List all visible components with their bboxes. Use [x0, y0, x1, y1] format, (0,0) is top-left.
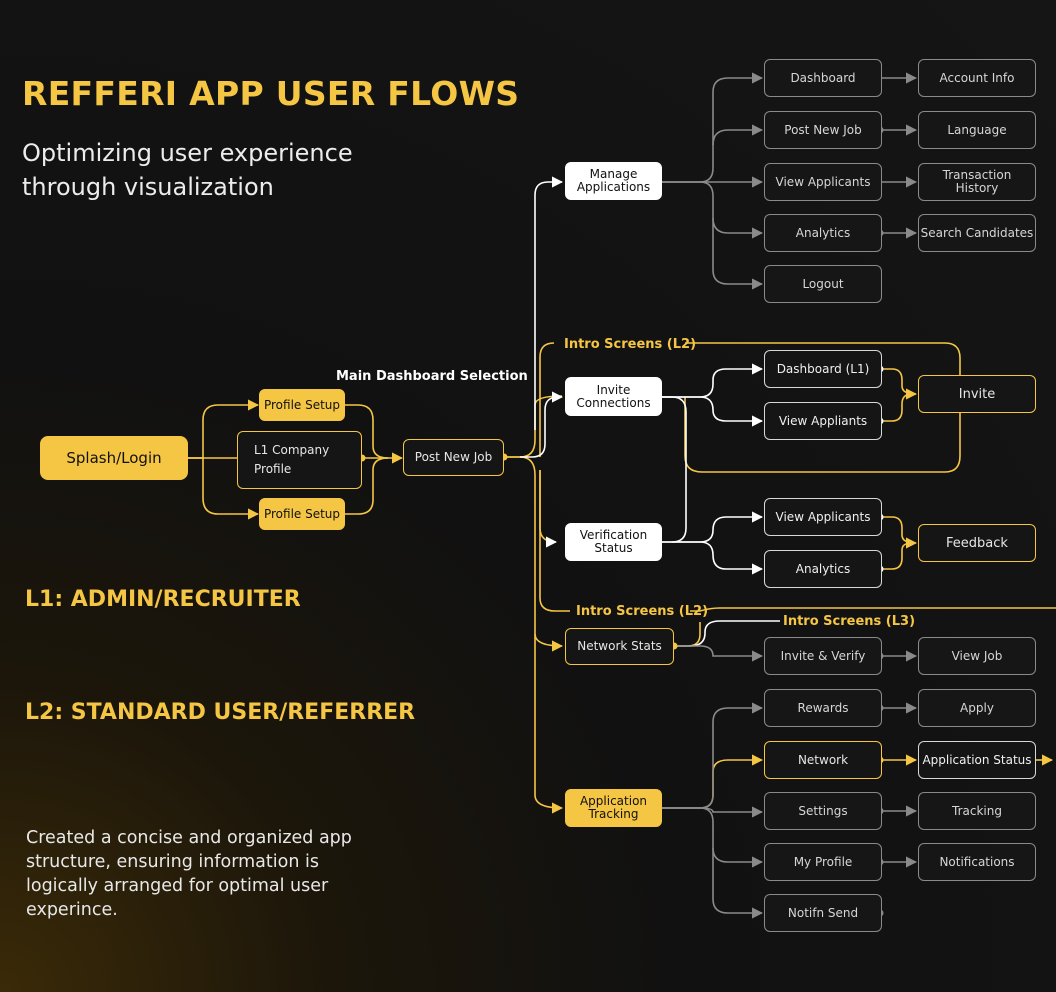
apply-node[interactable]: Apply — [918, 689, 1036, 727]
search-candidates-node[interactable]: Search Candidates — [918, 214, 1036, 252]
description-text: Created a concise and organized app stru… — [26, 828, 352, 920]
transaction-history-line: Transaction — [942, 168, 1012, 182]
notifications-node[interactable]: Notifications — [918, 843, 1036, 881]
feedback-node[interactable]: Feedback — [918, 524, 1036, 562]
rewards-node[interactable]: Rewards — [764, 689, 882, 727]
level-label-l1: L1: ADMIN/RECRUITER — [25, 587, 301, 612]
level-label-l2: L2: STANDARD USER/REFERRER — [25, 700, 416, 725]
verification-status-line: Verification — [579, 528, 648, 542]
logout-node[interactable]: Logout — [764, 265, 882, 303]
dashboard-node[interactable]: Dashboard — [764, 59, 882, 97]
invite-verify-node[interactable]: Invite & Verify — [764, 637, 882, 675]
invite-connections-line: Connections — [576, 395, 651, 410]
settings-node[interactable]: Settings — [764, 792, 882, 830]
subtitle-line: through visualization — [22, 173, 274, 201]
transaction-history-line: History — [955, 181, 999, 195]
analytics-node[interactable]: Analytics — [764, 214, 882, 252]
company-profile-node[interactable]: L1 Company Profile — [237, 431, 362, 489]
invite-node[interactable]: Invite — [918, 375, 1036, 413]
post-new-job-center-node[interactable]: Post New Job — [403, 439, 504, 476]
view-job-node[interactable]: View Job — [918, 637, 1036, 675]
page-subtitle: Optimizing user experience through visua… — [22, 136, 402, 204]
profile-setup-node[interactable]: Profile Setup — [259, 498, 345, 530]
network-node[interactable]: Network — [764, 741, 882, 779]
application-status-node[interactable]: Application Status — [918, 741, 1036, 779]
intro-screens-l2-label: Intro Screens (L2) — [564, 337, 697, 352]
view-applicants-node[interactable]: View Appliants — [764, 402, 882, 440]
subtitle-line: Optimizing user experience — [22, 139, 353, 167]
application-tracking-line: Tracking — [588, 807, 639, 821]
manage-applications-line: Manage — [589, 167, 638, 181]
notifn-send-node[interactable]: Notifn Send — [764, 894, 882, 932]
manage-applications-line: Applications — [576, 180, 651, 194]
invite-connections-line: Invite — [596, 382, 631, 397]
company-profile-line: L1 Company — [254, 443, 330, 457]
view-applicants-node[interactable]: View Applicants — [764, 498, 882, 536]
dashboard-l1-node[interactable]: Dashboard (L1) — [764, 350, 882, 388]
account-info-node[interactable]: Account Info — [918, 59, 1036, 97]
my-profile-node[interactable]: My Profile — [764, 843, 882, 881]
verification-status-line: Status — [594, 541, 633, 555]
view-applicants-node[interactable]: View Applicants — [764, 163, 882, 201]
tracking-node[interactable]: Tracking — [918, 792, 1036, 830]
intro-screens-l3-label: Intro Screens (L3) — [783, 614, 916, 629]
main-dashboard-selection-label: Main Dashboard Selection — [336, 369, 528, 384]
network-stats-node[interactable]: Network Stats — [565, 628, 674, 665]
profile-setup-node[interactable]: Profile Setup — [259, 389, 345, 421]
application-tracking-line: Application — [579, 794, 648, 808]
page-title: REFFERI APP USER FLOWS — [22, 74, 520, 113]
intro-screens-l2-label: Intro Screens (L2) — [576, 604, 709, 619]
language-node[interactable]: Language — [918, 111, 1036, 149]
company-profile-line: Profile — [254, 462, 292, 476]
analytics-node[interactable]: Analytics — [764, 550, 882, 588]
splash-login-node[interactable]: Splash/Login — [40, 436, 188, 480]
post-new-job-node[interactable]: Post New Job — [764, 111, 882, 149]
